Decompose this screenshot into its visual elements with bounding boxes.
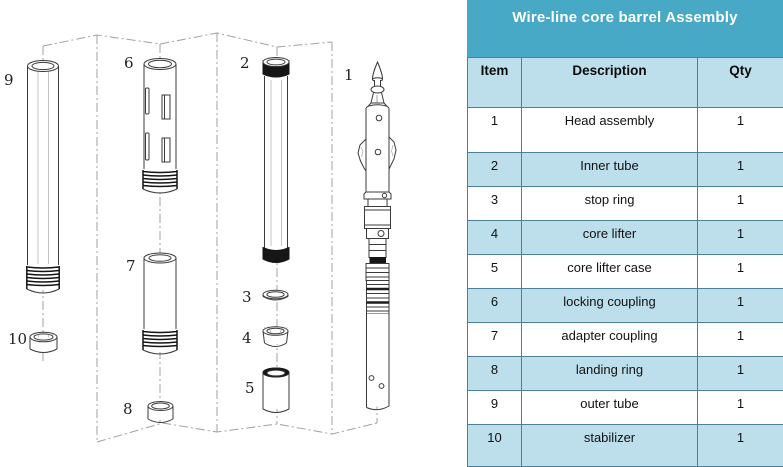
- cell-qty: 1: [698, 255, 783, 289]
- cell-item: 4: [468, 221, 522, 255]
- table-row: 7 adapter coupling 1: [468, 323, 783, 357]
- part-label-7: 7: [126, 257, 136, 275]
- table-row: 6 locking coupling 1: [468, 289, 783, 323]
- cell-item: 5: [468, 255, 522, 289]
- cell-qty: 1: [698, 153, 783, 187]
- cell-item: 9: [468, 391, 522, 425]
- cell-qty: 1: [698, 221, 783, 255]
- cell-description: locking coupling: [522, 289, 698, 323]
- part-label-4: 4: [242, 329, 252, 347]
- cell-description: core lifter case: [522, 255, 698, 289]
- part-head-assembly: [358, 62, 396, 410]
- cell-item: 3: [468, 187, 522, 221]
- table-row: 8 landing ring 1: [468, 357, 783, 391]
- cell-qty: 1: [698, 391, 783, 425]
- cell-description: landing ring: [522, 357, 698, 391]
- cell-description: Inner tube: [522, 153, 698, 187]
- part-stop-ring: [263, 290, 288, 300]
- cell-item: 1: [468, 108, 522, 153]
- cell-description: core lifter: [522, 221, 698, 255]
- cell-description: outer tube: [522, 391, 698, 425]
- cell-description: stop ring: [522, 187, 698, 221]
- cell-item: 2: [468, 153, 522, 187]
- part-locking-coupling: [143, 59, 177, 194]
- cell-qty: 1: [698, 323, 783, 357]
- cell-qty: 1: [698, 357, 783, 391]
- part-label-6: 6: [124, 54, 134, 72]
- col-header-qty: Qty: [698, 58, 783, 108]
- cell-qty: 1: [698, 289, 783, 323]
- part-outer-tube: [27, 61, 60, 294]
- cell-description: Head assembly: [522, 108, 698, 153]
- part-stabilizer: [30, 332, 57, 352]
- table-row: 1 Head assembly 1: [468, 108, 783, 153]
- part-label-5: 5: [245, 379, 255, 397]
- parts-table: Item Description Qty 1 Head assembly 1 2…: [467, 57, 783, 467]
- table-header-row: Item Description Qty: [468, 58, 783, 108]
- part-label-8: 8: [123, 400, 133, 418]
- table-row: 4 core lifter 1: [468, 221, 783, 255]
- cell-qty: 1: [698, 108, 783, 153]
- cell-item: 10: [468, 425, 522, 467]
- table-row: 9 outer tube 1: [468, 391, 783, 425]
- construction-lines: [43, 33, 377, 442]
- table-row: 3 stop ring 1: [468, 187, 783, 221]
- part-inner-tube: [263, 58, 289, 263]
- cell-item: 8: [468, 357, 522, 391]
- parts-table-panel: Wire-line core barrel Assembly Item Desc…: [467, 0, 783, 466]
- part-core-lifter: [263, 327, 288, 347]
- part-label-3: 3: [242, 288, 252, 306]
- cell-item: 6: [468, 289, 522, 323]
- diagram-canvas: 9 6 10 7 8 2 3 4 5 1: [0, 0, 463, 466]
- part-label-2: 2: [240, 54, 250, 72]
- cell-item: 7: [468, 323, 522, 357]
- exploded-view-diagram: 9 6 10 7 8 2 3 4 5 1: [0, 0, 463, 466]
- table-title: Wire-line core barrel Assembly: [467, 0, 783, 57]
- col-header-item: Item: [468, 58, 522, 108]
- part-label-1: 1: [344, 66, 354, 84]
- table-row: 5 core lifter case 1: [468, 255, 783, 289]
- part-label-9: 9: [4, 71, 14, 89]
- cell-qty: 1: [698, 187, 783, 221]
- part-label-10: 10: [8, 330, 27, 348]
- cell-description: stabilizer: [522, 425, 698, 467]
- part-core-lifter-case: [263, 368, 289, 413]
- table-row: 10 stabilizer 1: [468, 425, 783, 467]
- col-header-description: Description: [522, 58, 698, 108]
- part-landing-ring: [148, 402, 173, 423]
- part-adapter-coupling: [143, 253, 177, 354]
- table-row: 2 Inner tube 1: [468, 153, 783, 187]
- cell-description: adapter coupling: [522, 323, 698, 357]
- cell-qty: 1: [698, 425, 783, 467]
